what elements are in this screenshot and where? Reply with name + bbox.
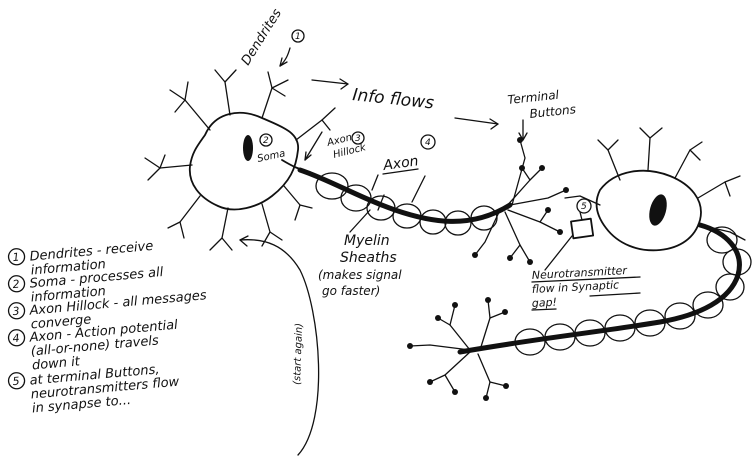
label-synapse-num: 5 [581,202,587,212]
nucleus-2 [646,192,670,227]
label-myelin-3: (makes signal [318,268,402,282]
label-soma: Soma [256,148,286,165]
label-myelin-4: go faster) [322,284,380,298]
label-myelin-1: Myelin [344,233,390,249]
dendrites-1 [145,70,335,250]
nucleus-1 [243,135,253,161]
myelin-sheaths-1 [316,173,497,235]
label-nt-3: gap! [531,296,557,310]
axon-terminals-2 [407,297,509,401]
label-start-again: (start again) [292,323,305,385]
legend-number: 3 [12,305,20,319]
label-myelin-2: Sheaths [340,250,397,266]
label-info-flows: Info flows [351,85,435,113]
axon-terminals-1 [472,137,569,265]
label-axon-num: 4 [425,138,431,148]
synaptic-underline [590,293,640,296]
synapse-box [571,219,593,239]
legend-number: 5 [12,375,20,389]
legend-number: 4 [12,332,20,346]
label-dendrites-num: 1 [295,32,301,42]
label-buttons: Buttons [529,102,577,121]
axon-1 [300,170,510,221]
label-dendrites: Dendrites [239,6,285,68]
legend-number: 2 [12,278,20,292]
neuron-1 [145,70,335,250]
label-soma-num: 2 [263,136,269,146]
soma-2 [597,171,701,251]
legend-number: 1 [12,251,20,265]
soma-1 [190,113,298,210]
